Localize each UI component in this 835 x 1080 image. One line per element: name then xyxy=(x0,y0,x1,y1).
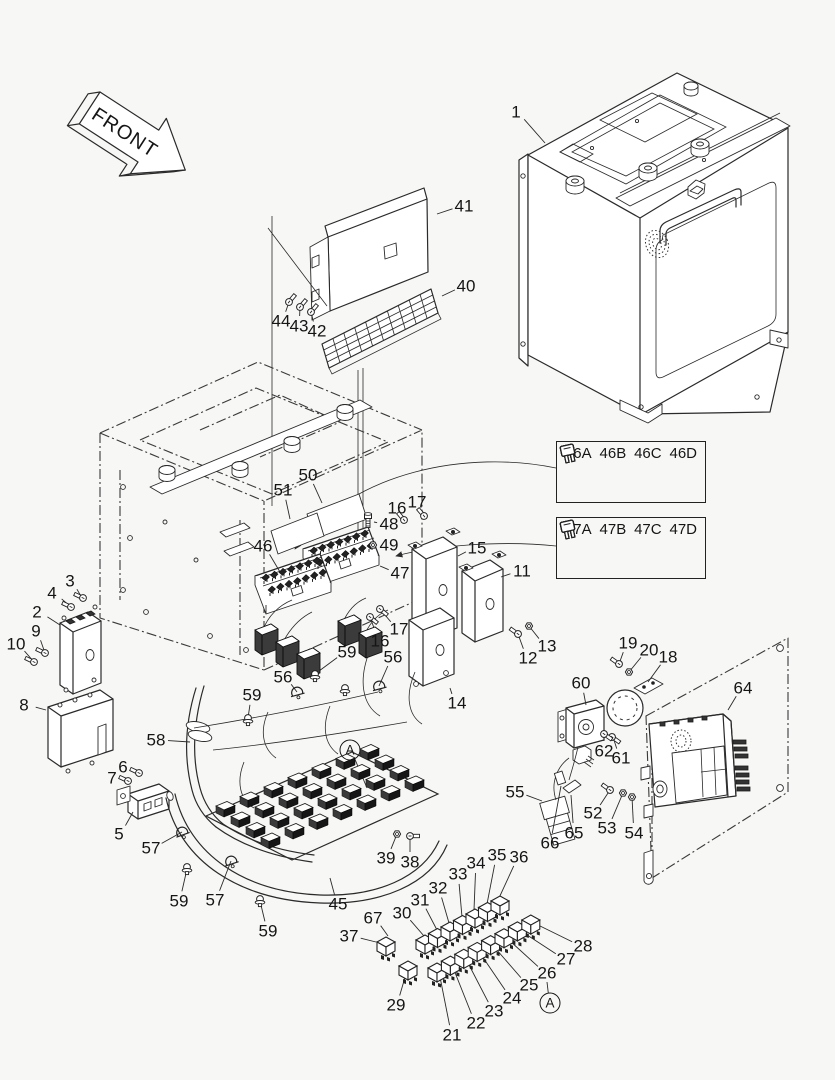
screw-icon xyxy=(395,510,408,524)
relay-socket-array xyxy=(204,744,440,861)
relay-box-14 xyxy=(408,607,455,687)
fuse-blades xyxy=(261,529,375,596)
grille-grid xyxy=(323,294,437,363)
pad-65 xyxy=(562,779,582,794)
fuse-label: 46B xyxy=(599,445,627,462)
cover-panel-41 xyxy=(309,187,429,321)
clamp-icon xyxy=(290,686,305,700)
screw-icon xyxy=(129,766,143,777)
bolt-48-icon xyxy=(364,512,372,528)
nut-icon xyxy=(392,830,402,838)
frame-phantom xyxy=(99,361,423,671)
screw-icon xyxy=(600,730,614,742)
relay-cubes xyxy=(375,895,541,988)
screw-icon xyxy=(600,782,614,794)
controller-64 xyxy=(640,713,751,819)
screw-icon xyxy=(376,605,390,618)
nut-icon xyxy=(368,541,378,549)
screw-icon xyxy=(415,506,428,520)
screw-icon xyxy=(118,774,132,785)
cover-sheet-51 xyxy=(270,512,325,555)
clamp-icon xyxy=(372,680,387,694)
screw-icon xyxy=(508,626,522,638)
nut-icon xyxy=(624,668,634,676)
connector-blocks xyxy=(254,614,383,680)
harness-58 xyxy=(185,649,423,863)
enclosure-box-1 xyxy=(518,72,791,424)
fuse-label: 47B xyxy=(599,521,627,538)
bolt-icon xyxy=(181,863,193,876)
screw-icon xyxy=(307,302,320,316)
nut-icon xyxy=(524,622,534,630)
relay-box-2 xyxy=(59,604,102,695)
fuse-item-47C: 47C xyxy=(559,519,662,576)
bolt-icon xyxy=(254,895,266,908)
bolt-icon xyxy=(242,714,254,727)
fuse-label: 47D xyxy=(669,521,698,538)
bracket-18 xyxy=(633,677,664,695)
harness-45 xyxy=(165,791,448,904)
blade-fuse-icon xyxy=(559,443,576,464)
relay-box-11 xyxy=(458,550,507,643)
clamp-icon xyxy=(176,826,190,840)
nut-icon xyxy=(618,789,628,797)
nut-icon xyxy=(627,793,637,801)
controller-box-8 xyxy=(47,689,114,774)
hardware xyxy=(24,292,637,908)
fuse-label: 47C xyxy=(634,521,662,538)
screw-icon xyxy=(24,655,38,666)
screw-icon xyxy=(406,832,420,840)
fuse-label: 46C xyxy=(634,445,662,462)
screw-icon xyxy=(35,646,49,657)
fuse-item-47B: 47B xyxy=(559,519,627,576)
fuse-item-46C: 46C xyxy=(559,443,662,500)
clip-66 xyxy=(553,770,567,786)
screw-icon xyxy=(366,613,380,626)
fuse-label: 46D xyxy=(669,445,698,462)
bolt-icon xyxy=(339,684,351,697)
fuse-box-46 xyxy=(254,553,332,615)
screw-icon xyxy=(296,297,309,311)
connector-wires xyxy=(261,597,389,645)
fuse-item-46D: 46D xyxy=(559,443,698,500)
fuse-item-47D: 47D xyxy=(559,519,698,576)
screw-icon xyxy=(73,591,87,602)
clamp-icon xyxy=(225,855,239,869)
fuse-item-46B: 46B xyxy=(559,443,627,500)
mount-leader-lines xyxy=(267,216,364,534)
screw-icon xyxy=(285,292,298,306)
bolt-icon xyxy=(309,670,321,683)
door-panel-phantom xyxy=(643,637,789,885)
blade-fuse-icon xyxy=(559,519,576,540)
screw-icon xyxy=(609,656,623,668)
isolator-mounts xyxy=(565,81,710,195)
screw-icon xyxy=(61,600,75,611)
connector-55 xyxy=(539,795,576,846)
